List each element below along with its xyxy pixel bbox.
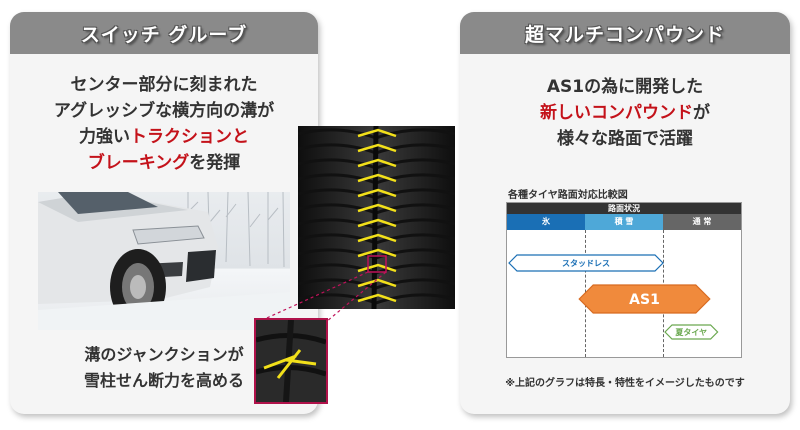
chart-bars: スタッドレス AS1 夏タイヤ: [508, 254, 719, 340]
headline-line-2: アグレッシブな横方向の溝が: [53, 101, 275, 121]
closeup-illustration: [256, 320, 326, 402]
multi-compound-headline: AS1の為に開発した 新しいコンパウンドが 様々な路面で活躍: [460, 74, 790, 152]
compound-line-2-plain: が: [693, 103, 710, 123]
headline-line-3-plain: 力強い: [79, 127, 130, 147]
column-normal: 通 常: [663, 214, 741, 230]
column-ice: 氷: [507, 214, 585, 230]
headline-line-4: ブレーキングを発揮: [10, 150, 318, 176]
compound-line-2-red: 新しいコンパウンド: [540, 103, 693, 123]
chart-note: ※上記のグラフは特長・特性をイメージしたものです: [505, 378, 745, 389]
headline-line-3-red: トラクションと: [130, 127, 249, 147]
chart-group-header: 路面状況: [507, 203, 741, 214]
multi-compound-title: 超マルチコンパウンド: [524, 23, 725, 46]
headline-line-4-red: ブレーキング: [87, 153, 190, 173]
headline-line-4-plain: を発揮: [189, 153, 241, 173]
junction-caption-line-1: 溝のジャンクションが: [84, 345, 244, 364]
compound-line-2: 新しいコンパウンドが: [460, 100, 790, 126]
bar-summer-label: 夏タイヤ: [674, 327, 707, 337]
switch-groove-header: スイッチ グルーブ: [10, 12, 318, 54]
column-snow: 積 雪: [585, 214, 663, 230]
chart-title: 各種タイヤ路面対応比較図: [508, 190, 628, 201]
bar-summer: [664, 324, 719, 340]
bar-as1-label: AS1: [629, 292, 660, 308]
multi-compound-card: 超マルチコンパウンド AS1の為に開発した 新しいコンパウンドが 様々な路面で活…: [460, 12, 790, 414]
compound-line-1: AS1の為に開発した: [546, 77, 704, 97]
junction-caption: 溝のジャンクションが 雪柱せん断力を高める: [10, 342, 318, 394]
bar-studless-label: スタッドレス: [562, 258, 610, 268]
switch-groove-headline: センター部分に刻まれた アグレッシブな横方向の溝が 力強いトラクションと ブレー…: [10, 72, 318, 176]
road-condition-chart: 路面状況 氷 積 雪 通 常 スタッドレス AS1 夏タイヤ: [506, 202, 742, 358]
bar-as1: [578, 284, 711, 314]
headline-line-1: センター部分に刻まれた: [70, 75, 258, 95]
bar-studless: [508, 254, 664, 272]
car-illustration: [38, 192, 290, 330]
compound-line-3: 様々な路面で活躍: [557, 129, 693, 149]
multi-compound-header: 超マルチコンパウンド: [460, 12, 790, 54]
headline-line-3: 力強いトラクションと: [10, 124, 318, 150]
tread-junction-closeup: [254, 318, 328, 404]
tire-tread-photo: [298, 126, 455, 309]
tread-illustration: [298, 126, 455, 309]
switch-groove-card: スイッチ グルーブ センター部分に刻まれた アグレッシブな横方向の溝が 力強いト…: [10, 12, 318, 414]
junction-caption-line-2: 雪柱せん断力を高める: [83, 371, 244, 390]
car-on-snow-photo: [38, 192, 290, 330]
switch-groove-title: スイッチ グルーブ: [80, 23, 248, 46]
